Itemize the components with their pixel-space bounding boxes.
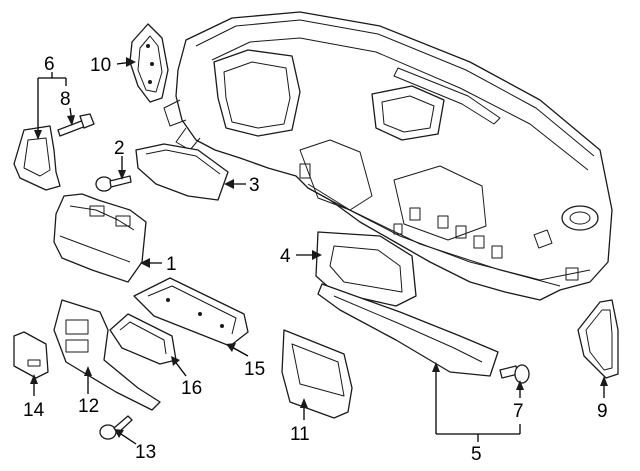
- part-9-drawing: [577, 299, 619, 379]
- callout-15: 15: [244, 359, 265, 380]
- part-12-drawing: [53, 299, 161, 411]
- part-4-drawing: [315, 231, 417, 307]
- callout-9: 9: [597, 401, 608, 422]
- part-8-drawing: [57, 113, 95, 137]
- part-16-drawing: [109, 313, 177, 365]
- part-14-drawing: [13, 331, 49, 379]
- arrowheads: [30, 57, 608, 438]
- callout-1: 1: [166, 254, 177, 275]
- callout-6: 6: [44, 54, 55, 75]
- part-6-drawing: [13, 125, 61, 191]
- instrument-panel-drawing: [163, 11, 613, 301]
- callout-5: 5: [471, 444, 482, 465]
- callout-14: 14: [23, 400, 45, 421]
- part-5-drawing: [317, 283, 499, 377]
- part-13-drawing: [99, 415, 133, 440]
- callout-12: 12: [78, 396, 99, 417]
- part-10-drawing: [129, 23, 169, 103]
- callout-4: 4: [280, 246, 291, 267]
- callout-3: 3: [249, 175, 260, 196]
- callout-13: 13: [135, 442, 156, 463]
- callout-7: 7: [513, 401, 524, 422]
- callout-11: 11: [290, 424, 310, 445]
- part-1-drawing: [53, 193, 147, 283]
- callout-8: 8: [60, 89, 71, 110]
- callout-16: 16: [181, 378, 202, 399]
- callout-10: 10: [90, 55, 111, 76]
- callout-2: 2: [114, 138, 125, 159]
- part-2-drawing: [95, 175, 132, 192]
- part-3-drawing: [135, 143, 229, 201]
- callout-labels: 1 2 3 4 5 6 7 8 9 10 11 12 13 14 15 16: [23, 54, 608, 465]
- part-7-drawing: [499, 364, 530, 384]
- part-11-drawing: [281, 329, 353, 419]
- part-15-drawing: [133, 277, 249, 347]
